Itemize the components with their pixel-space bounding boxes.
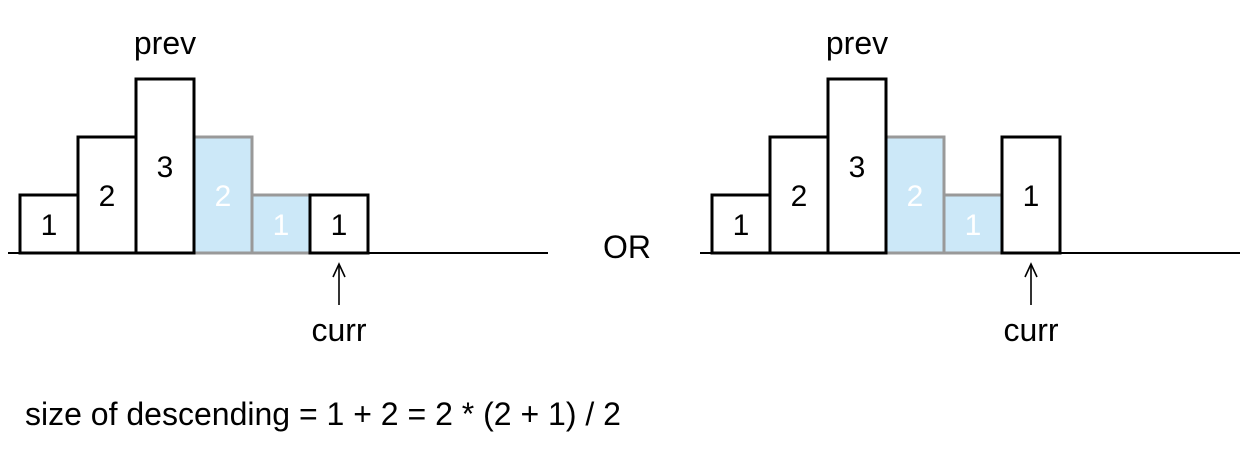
- bar: [826, 77, 888, 255]
- bar-label: 2: [215, 180, 232, 213]
- curr-label: curr: [1003, 312, 1058, 348]
- bar: [1000, 135, 1062, 255]
- bar-label: 1: [965, 209, 982, 242]
- bar: [308, 193, 370, 255]
- bar-label: 1: [331, 209, 348, 242]
- diagram-left: 2 1 1 2 3 1 prev curr: [8, 25, 548, 348]
- diagram-right: 2 1 1 2 3 1 prev curr: [700, 25, 1240, 348]
- curr-arrow-head: [332, 262, 346, 278]
- bar: [768, 135, 830, 255]
- curr-arrow-head: [1024, 262, 1038, 278]
- bar-label: 3: [849, 151, 866, 184]
- bar-label: 3: [157, 151, 174, 184]
- or-separator: OR: [603, 229, 651, 265]
- bar: [134, 77, 196, 255]
- curr-label: curr: [311, 312, 366, 348]
- bar-label: 2: [99, 180, 116, 213]
- bar-label: 2: [907, 180, 924, 213]
- prev-label: prev: [826, 25, 888, 61]
- prev-label: prev: [134, 25, 196, 61]
- bar-label: 1: [1023, 180, 1040, 213]
- bar-label: 1: [733, 209, 750, 242]
- bar: [18, 193, 80, 255]
- bar-label: 1: [41, 209, 58, 242]
- bar-label: 2: [791, 180, 808, 213]
- bar-label: 1: [273, 209, 290, 242]
- formula-text: size of descending = 1 + 2 = 2 * (2 + 1)…: [25, 396, 621, 432]
